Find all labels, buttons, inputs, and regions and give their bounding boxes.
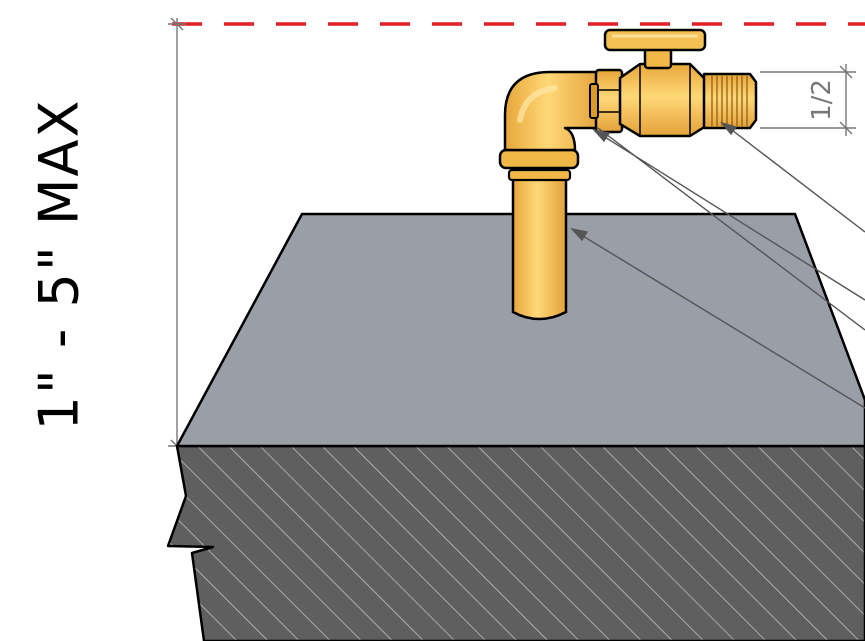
riser-pipe xyxy=(507,165,572,321)
leader-outlet xyxy=(727,126,865,233)
height-dimension-line xyxy=(168,17,186,453)
ball-valve-body xyxy=(618,62,708,138)
leader-riser xyxy=(577,232,865,409)
pipe-size-dimension: 1/2 xyxy=(760,64,856,136)
slab-section-hatched xyxy=(166,444,865,641)
leader-union xyxy=(599,133,865,301)
elbow-fitting xyxy=(498,70,602,170)
callout-leaders xyxy=(570,121,865,409)
leader-elbow xyxy=(597,127,865,331)
pipe-size-label: 1/2 xyxy=(807,79,837,121)
valve-handle xyxy=(603,28,707,70)
threaded-outlet xyxy=(702,72,758,130)
union-nut xyxy=(589,68,624,134)
